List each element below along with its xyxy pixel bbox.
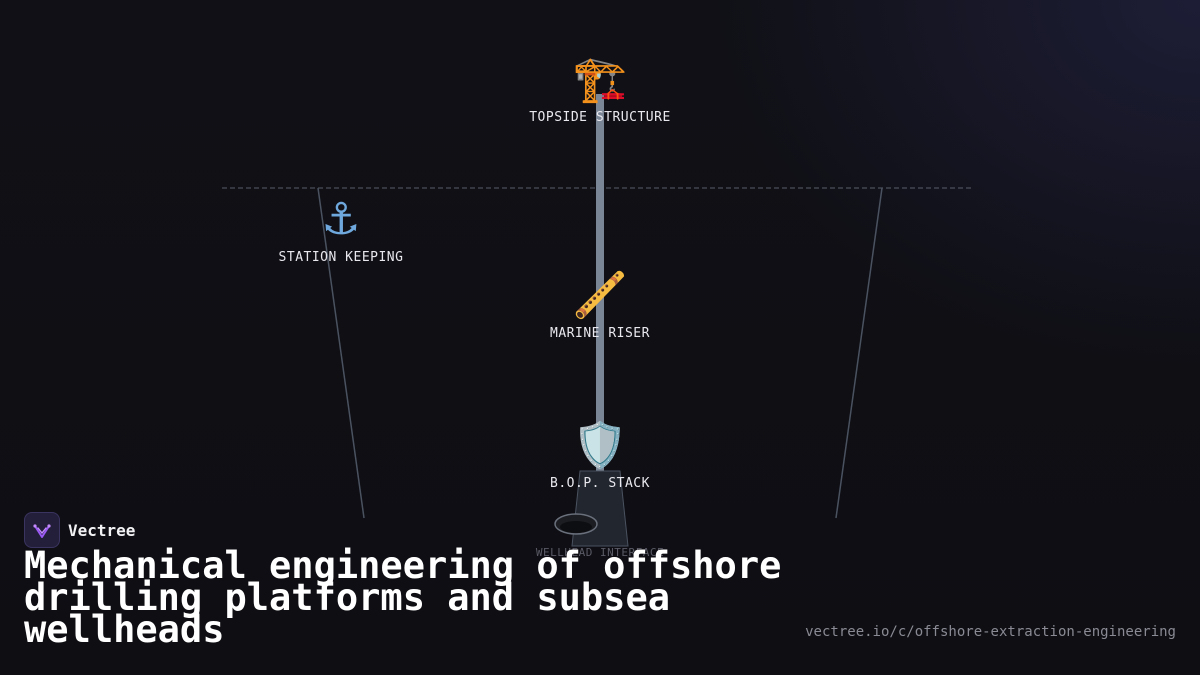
brand-name: Vectree bbox=[68, 520, 136, 540]
wellhead-interface-label: WELLHEAD INTERFACE bbox=[535, 546, 665, 559]
brand[interactable]: Vectree bbox=[24, 512, 135, 548]
mooring-line-left bbox=[317, 187, 365, 519]
marine-riser-pipe bbox=[596, 94, 604, 474]
node-topside-structure: 🏗️ TOPSIDE STRUCTURE bbox=[510, 54, 690, 126]
anchor-icon: ⚓ bbox=[321, 194, 361, 245]
node-marine-riser: 🪈 MARINE RISER bbox=[510, 270, 690, 342]
station-keeping-label: STATION KEEPING bbox=[278, 250, 404, 265]
bop-stack-label: B.O.P. STACK bbox=[550, 476, 650, 491]
marine-riser-label: MARINE RISER bbox=[550, 326, 650, 341]
wellhead-bore bbox=[560, 521, 592, 533]
node-wellhead-interface: WELLHEAD INTERFACE bbox=[510, 546, 690, 559]
node-bop-stack: 🛡️ B.O.P. STACK bbox=[510, 420, 690, 492]
node-station-keeping: ⚓ STATION KEEPING bbox=[251, 194, 431, 266]
construction-crane-icon: 🏗️ bbox=[572, 54, 628, 105]
topside-structure-label: TOPSIDE STRUCTURE bbox=[529, 110, 671, 125]
vectree-logo-icon bbox=[24, 512, 60, 548]
course-url-link[interactable]: vectree.io/c/offshore-extraction-enginee… bbox=[805, 624, 1176, 640]
shield-icon: 🛡️ bbox=[572, 420, 628, 471]
pipe-icon: 🪈 bbox=[572, 270, 628, 321]
mooring-line-right bbox=[835, 187, 883, 519]
page-title: Mechanical engineering of offshore drill… bbox=[24, 544, 782, 651]
